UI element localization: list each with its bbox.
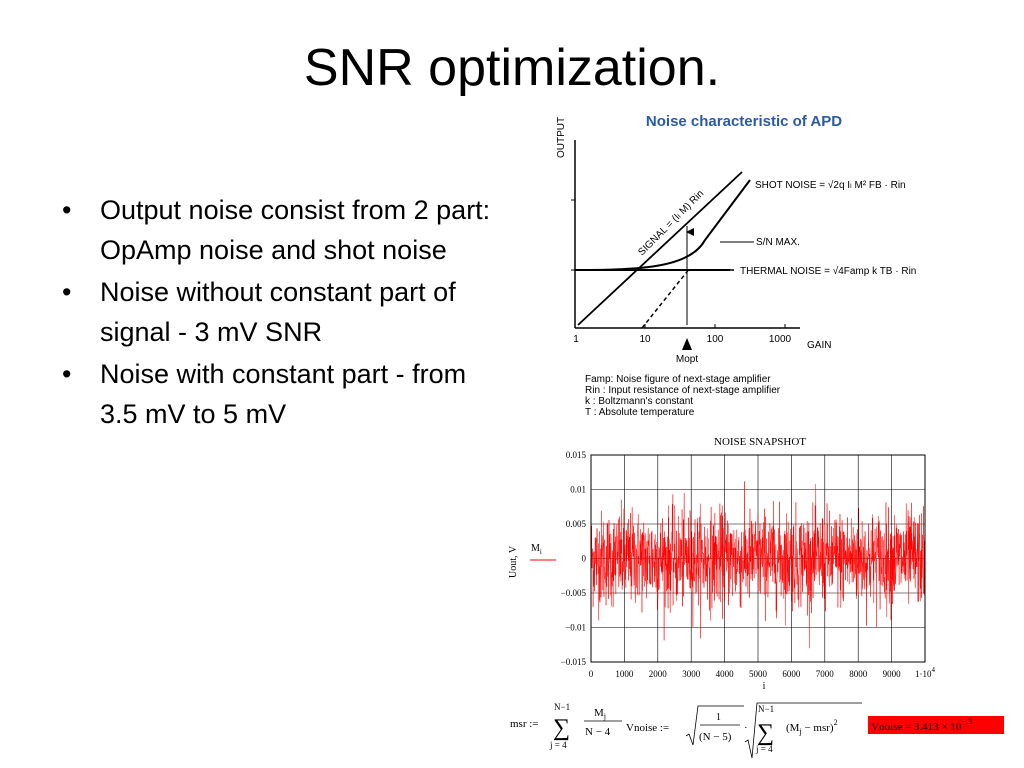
apd-legend-line: k : Boltzmann's constant xyxy=(585,396,693,407)
apd-x-tick: 1000 xyxy=(769,334,792,345)
x-tick-label: 1·104 xyxy=(915,666,936,679)
bullet-item: • Output noise consist from 2 part: OpAmp… xyxy=(56,190,496,270)
formula-row: msr := N−1 ∑ j = 4 Mj N − 4 Vnoise := 1 … xyxy=(510,702,1004,759)
apd-legend-line: T : Absolute temperature xyxy=(585,407,695,418)
apd-x-axis-label: GAIN xyxy=(807,340,831,351)
bullet-item: • Noise with constant part - from 3.5 mV … xyxy=(56,354,496,434)
y-tick-label: 0.01 xyxy=(570,485,586,495)
msr-numerator: Mj xyxy=(594,707,606,721)
vnoise-numerator: 1 xyxy=(716,712,721,723)
vnoise-sum-upper: N−1 xyxy=(758,704,774,714)
bullet-text: Noise without constant part of signal - … xyxy=(100,277,456,347)
apd-x-tick: 100 xyxy=(707,334,724,345)
x-tick-label: 4000 xyxy=(716,669,735,679)
apd-legend-line: Famp: Noise figure of next-stage amplifi… xyxy=(585,374,771,385)
x-tick-label: 0 xyxy=(589,669,594,679)
plot-frame xyxy=(590,454,926,663)
mopt-pointer xyxy=(682,338,692,350)
total-noise-curve xyxy=(574,179,751,271)
y-tick-label: −0.01 xyxy=(565,623,586,633)
x-tick-labels: 0 1000 2000 3000 4000 5000 6000 7000 8000 9000 1·1… xyxy=(589,666,936,679)
apd-y-axis-label: OUTPUT xyxy=(556,117,567,158)
chart-side-ylabel: Uout, V xyxy=(508,545,519,578)
apd-legend-line: Rin : Input resistance of next-stage amp… xyxy=(585,385,781,396)
bullet-dot: • xyxy=(62,359,72,389)
vnoise-term: (Mj − msr)2 xyxy=(786,718,838,736)
slide-title: SNR optimization. xyxy=(303,39,721,97)
shot-noise-label: SHOT NOISE = √2q Iₗ M² FB · Rin xyxy=(755,179,906,191)
bullet-text: Noise with constant part - from 3.5 mV t… xyxy=(100,359,467,429)
vnoise-sum-lower: j = 4 xyxy=(755,744,773,754)
bullet-item: • Noise without constant part of signal -… xyxy=(56,272,496,352)
outer-sqrt-part xyxy=(685,705,744,746)
sn-max-label: S/N MAX. xyxy=(756,237,800,248)
noise-snapshot-chart: NOISE SNAPSHOT Uout, V Mi 0.015 0.01 0.005… xyxy=(508,436,936,692)
msr-sum-sign: ∑ xyxy=(553,715,570,741)
mopt-label: Mopt xyxy=(676,354,698,365)
bullet-dot: • xyxy=(62,195,72,225)
x-tick-label: 2000 xyxy=(649,669,668,679)
vnoise-lhs: Vnoise := xyxy=(626,722,669,734)
msr-lhs: msr := xyxy=(510,718,539,730)
msr-denominator: N − 4 xyxy=(585,726,611,738)
apd-x-tick: 1 xyxy=(573,334,579,345)
chart-title: NOISE SNAPSHOT xyxy=(714,436,806,448)
msr-sum-upper: N−1 xyxy=(554,702,570,712)
apd-title: Noise characteristic of APD xyxy=(646,113,842,130)
x-tick-label: 6000 xyxy=(782,669,801,679)
apd-diagram: Noise characteristic of APD OUTPUT 1 10 … xyxy=(556,113,916,418)
bullet-list: • Output noise consist from 2 part: OpAmp… xyxy=(56,190,496,436)
shot-noise-dashed xyxy=(641,267,691,329)
vnoise-result: Vnoise = 3.413 × 10− 3 xyxy=(871,717,972,733)
signal-label: SIGNAL = (Iₗ M) Rin xyxy=(636,188,706,258)
bullet-dot: • xyxy=(62,277,72,307)
vnoise-sum-sign: ∑ xyxy=(757,720,774,746)
vnoise-dot: · xyxy=(744,722,748,734)
y-tick-labels: 0.015 0.01 0.005 0 −0.005 −0.01 −0.015 xyxy=(561,450,587,667)
x-tick-label: 3000 xyxy=(682,669,701,679)
y-tick-label: 0.015 xyxy=(566,450,587,460)
series-legend-label: Mi xyxy=(531,543,542,556)
apd-x-tick: 10 xyxy=(639,334,651,345)
x-tick-label: 5000 xyxy=(749,669,768,679)
thermal-noise-label: THERMAL NOISE = √4Famp k TB · Rin xyxy=(740,265,916,277)
vnoise-denominator: (N − 5) xyxy=(699,731,732,743)
inner-sqrt xyxy=(744,702,862,759)
y-tick-label: −0.015 xyxy=(561,657,587,667)
y-tick-label: 0 xyxy=(582,554,587,564)
y-tick-label: 0.005 xyxy=(566,519,587,529)
chart-xlabel: i xyxy=(763,681,766,692)
vnoise-result-highlight xyxy=(868,716,1004,734)
msr-sum-lower: j = 4 xyxy=(549,740,567,750)
x-tick-label: 1000 xyxy=(615,669,634,679)
signal-line xyxy=(577,171,743,326)
x-tick-label: 7000 xyxy=(816,669,835,679)
noise-series-line xyxy=(590,481,926,649)
x-tick-label: 8000 xyxy=(849,669,868,679)
bullet-text: Output noise consist from 2 part: OpAmp … xyxy=(100,195,491,265)
y-tick-label: −0.005 xyxy=(561,588,587,598)
x-tick-label: 9000 xyxy=(883,669,902,679)
